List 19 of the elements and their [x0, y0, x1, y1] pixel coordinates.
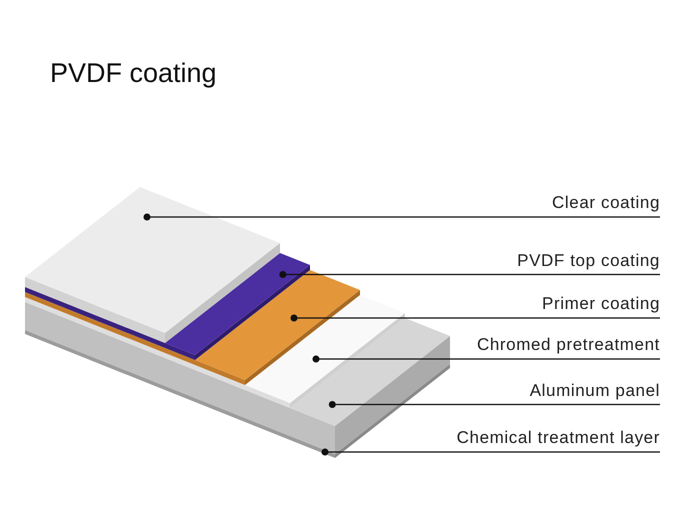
leader-line — [312, 356, 660, 362]
panel-slab — [25, 302, 450, 454]
layer-label: Chemical treatment layer — [456, 428, 660, 448]
layer-label: Chromed pretreatment — [476, 335, 660, 355]
layer-label: Primer coating — [542, 294, 660, 314]
layer-label: Clear coating — [552, 193, 660, 213]
leader-line — [144, 214, 660, 220]
leader-line — [279, 271, 660, 278]
coating-layer — [25, 187, 280, 343]
leader-line — [322, 448, 660, 456]
layer-label: Aluminum panel — [530, 380, 660, 400]
coating-layer — [25, 253, 310, 360]
leader-line — [328, 401, 660, 408]
coating-layer — [25, 270, 360, 385]
leader-line — [290, 314, 660, 322]
treatment-layer — [25, 330, 450, 458]
pretreatment-layer — [25, 295, 405, 408]
layer-label: PVDF top coating — [517, 250, 660, 270]
title: PVDF coating — [50, 58, 217, 89]
